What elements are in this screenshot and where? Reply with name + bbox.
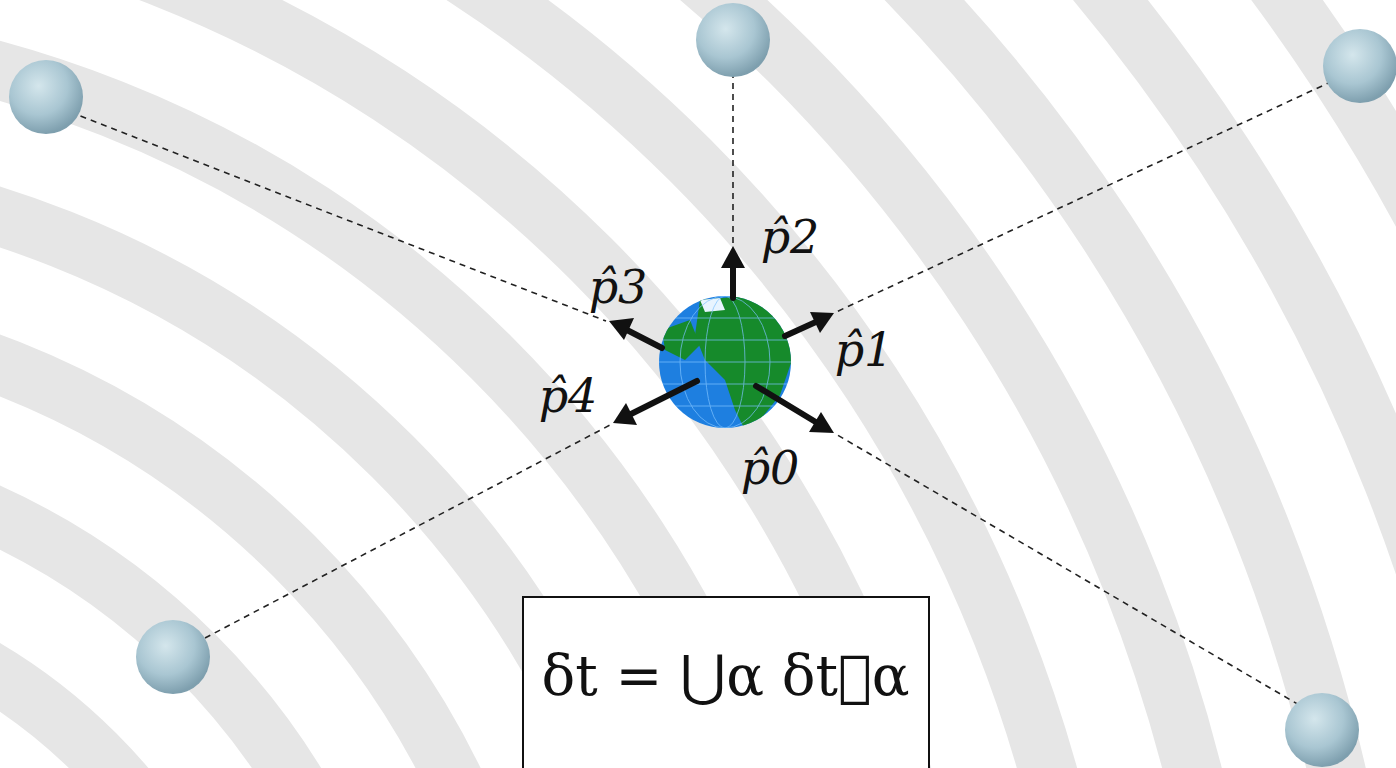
formula-text: δt = ⋃α δt⃗α [542, 645, 910, 707]
direction-label: p̂3 [589, 264, 648, 310]
direction-label: p̂1 [835, 327, 894, 373]
pulsars [9, 3, 1396, 767]
direction-label: p̂0 [741, 445, 800, 491]
direction-label: p̂2 [761, 214, 820, 260]
direction-label: p̂4 [539, 373, 598, 419]
formula-box: δt = ⋃α δt⃗α [522, 596, 930, 768]
earth [659, 296, 792, 430]
